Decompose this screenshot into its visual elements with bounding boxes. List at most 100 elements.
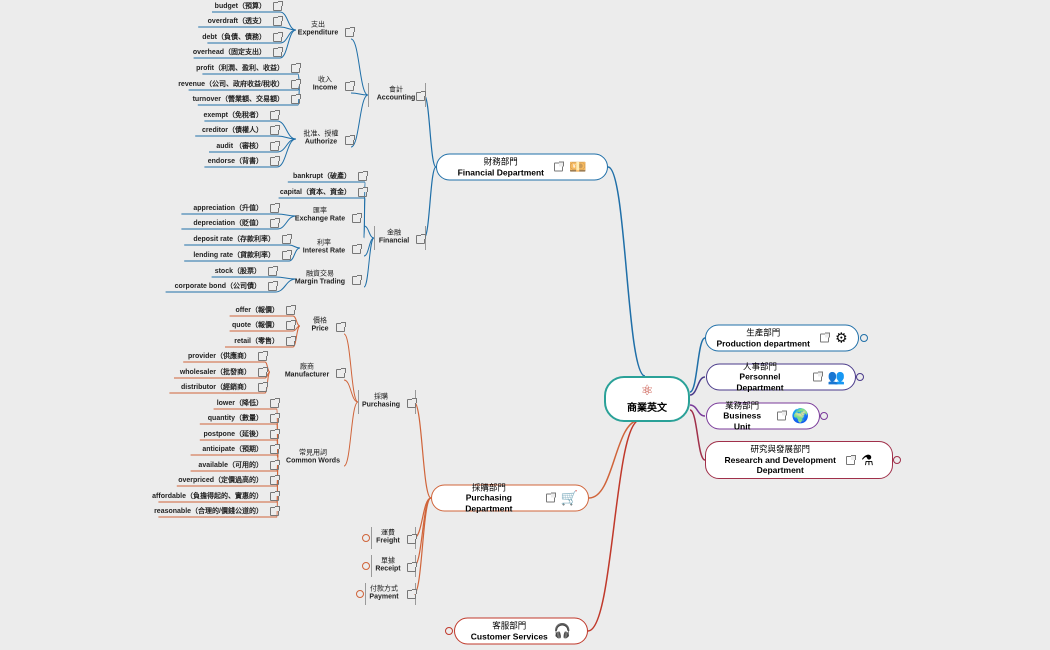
leaf-term[interactable]: affordable（負擔得起的、實惠的） bbox=[152, 492, 263, 500]
expand-toggle[interactable] bbox=[893, 456, 901, 464]
external-link-icon[interactable] bbox=[416, 234, 426, 244]
business-unit-node[interactable]: 業務部門 Business Unit 🌍 bbox=[706, 400, 820, 431]
manufacturer-node[interactable]: 廠商 Manufacturer bbox=[285, 364, 329, 381]
external-link-icon[interactable] bbox=[270, 141, 280, 151]
personnel-department-node[interactable]: 人事部門 Personnel Department 👥 bbox=[706, 361, 856, 392]
external-link-icon[interactable] bbox=[270, 460, 280, 470]
external-link-icon[interactable] bbox=[273, 1, 283, 11]
rnd-department-node[interactable]: 研究與發展部門 Research and Development Departm… bbox=[705, 441, 893, 479]
external-link-icon[interactable] bbox=[270, 413, 280, 423]
external-link-icon[interactable] bbox=[845, 454, 856, 465]
external-link-icon[interactable] bbox=[258, 367, 268, 377]
external-link-icon[interactable] bbox=[270, 398, 280, 408]
external-link-icon[interactable] bbox=[286, 336, 296, 346]
external-link-icon[interactable] bbox=[407, 534, 417, 544]
leaf-term[interactable]: quote（報價） bbox=[231, 321, 279, 329]
financial-node[interactable]: 金融 Financial bbox=[379, 230, 409, 247]
external-link-icon[interactable] bbox=[345, 135, 355, 145]
external-link-icon[interactable] bbox=[345, 81, 355, 91]
external-link-icon[interactable] bbox=[819, 332, 830, 343]
external-link-icon[interactable] bbox=[291, 79, 301, 89]
external-link-icon[interactable] bbox=[270, 475, 280, 485]
external-link-icon[interactable] bbox=[270, 506, 280, 516]
leaf-term[interactable]: bankrupt（破產） bbox=[293, 172, 351, 180]
leaf-term[interactable]: distributor（經銷商） bbox=[181, 383, 251, 391]
leaf-term[interactable]: revenue（公司、政府收益/稅收） bbox=[178, 80, 284, 88]
external-link-icon[interactable] bbox=[270, 125, 280, 135]
leaf-term[interactable]: audit （審核） bbox=[216, 142, 263, 150]
external-link-icon[interactable] bbox=[282, 250, 292, 260]
freight-node[interactable]: 運費 Freight bbox=[376, 530, 400, 547]
leaf-term[interactable]: exempt（免稅者） bbox=[203, 111, 263, 119]
external-link-icon[interactable] bbox=[270, 110, 280, 120]
external-link-icon[interactable] bbox=[416, 91, 426, 101]
leaf-term[interactable]: anticipate（預期） bbox=[202, 445, 263, 453]
common-words-node[interactable]: 常見用詞 Common Words bbox=[286, 450, 340, 467]
central-topic[interactable]: ⚛ 商業英文 bbox=[604, 376, 690, 422]
external-link-icon[interactable] bbox=[273, 16, 283, 26]
external-link-icon[interactable] bbox=[291, 63, 301, 73]
external-link-icon[interactable] bbox=[358, 187, 368, 197]
leaf-term[interactable]: overdraft（透支） bbox=[207, 17, 266, 25]
expenditure-node[interactable]: 支出 Expenditure bbox=[298, 22, 338, 39]
external-link-icon[interactable] bbox=[345, 27, 355, 37]
external-link-icon[interactable] bbox=[291, 94, 301, 104]
external-link-icon[interactable] bbox=[270, 444, 280, 454]
external-link-icon[interactable] bbox=[270, 218, 280, 228]
external-link-icon[interactable] bbox=[258, 351, 268, 361]
leaf-term[interactable]: budget（預算） bbox=[214, 2, 266, 10]
purchasing-department-node[interactable]: 採購部門 Purchasing Department 🛒 bbox=[431, 482, 589, 513]
accounting-node[interactable]: 會計 Accounting bbox=[377, 87, 416, 104]
income-node[interactable]: 收入 Income bbox=[313, 77, 338, 94]
external-link-icon[interactable] bbox=[286, 305, 296, 315]
external-link-icon[interactable] bbox=[812, 371, 823, 382]
leaf-term[interactable]: retail（零售） bbox=[234, 337, 279, 345]
authorize-node[interactable]: 批准、授權 Authorize bbox=[304, 131, 339, 148]
leaf-term[interactable]: capital（資本、資金） bbox=[279, 188, 351, 196]
leaf-term[interactable]: postpone（延後） bbox=[203, 430, 264, 438]
external-link-icon[interactable] bbox=[336, 368, 346, 378]
leaf-term[interactable]: turnover（營業額、交易額） bbox=[192, 95, 284, 103]
external-link-icon[interactable] bbox=[286, 320, 296, 330]
expand-toggle[interactable] bbox=[362, 534, 370, 542]
external-link-icon[interactable] bbox=[777, 410, 787, 421]
external-link-icon[interactable] bbox=[282, 234, 292, 244]
external-link-icon[interactable] bbox=[352, 213, 362, 223]
expand-toggle[interactable] bbox=[860, 334, 868, 342]
leaf-term[interactable]: appreciation（升值） bbox=[193, 204, 263, 212]
exchange-rate-node[interactable]: 匯率 Exchange Rate bbox=[295, 208, 345, 225]
external-link-icon[interactable] bbox=[270, 156, 280, 166]
leaf-term[interactable]: lower（降低） bbox=[216, 399, 263, 407]
leaf-term[interactable]: creditor（債權人） bbox=[201, 126, 263, 134]
leaf-term[interactable]: provider（供應商） bbox=[187, 352, 251, 360]
leaf-term[interactable]: debt（負債、債務） bbox=[202, 33, 266, 41]
receipt-node[interactable]: 單據 Receipt bbox=[375, 558, 400, 575]
customer-services-node[interactable]: 客服部門 Customer Services 🎧 bbox=[454, 617, 588, 645]
leaf-term[interactable]: stock（股票） bbox=[214, 267, 261, 275]
external-link-icon[interactable] bbox=[270, 429, 280, 439]
external-link-icon[interactable] bbox=[268, 266, 278, 276]
leaf-term[interactable]: wholesaler（批發商） bbox=[179, 368, 251, 376]
external-link-icon[interactable] bbox=[407, 589, 417, 599]
external-link-icon[interactable] bbox=[407, 562, 417, 572]
external-link-icon[interactable] bbox=[268, 281, 278, 291]
financial-department-node[interactable]: 財務部門 Financial Department 💴 bbox=[436, 153, 608, 181]
expand-toggle[interactable] bbox=[856, 373, 864, 381]
payment-node[interactable]: 付款方式 Payment bbox=[369, 586, 398, 603]
leaf-term[interactable]: depreciation（貶值） bbox=[193, 219, 263, 227]
expand-toggle[interactable] bbox=[362, 562, 370, 570]
external-link-icon[interactable] bbox=[336, 322, 346, 332]
leaf-term[interactable]: offer（報價） bbox=[235, 306, 279, 314]
external-link-icon[interactable] bbox=[270, 491, 280, 501]
leaf-term[interactable]: overpriced（定價過高的） bbox=[178, 476, 263, 484]
expand-toggle[interactable] bbox=[445, 627, 453, 635]
leaf-term[interactable]: deposit rate（存款利率） bbox=[193, 235, 275, 243]
external-link-icon[interactable] bbox=[407, 398, 417, 408]
external-link-icon[interactable] bbox=[352, 275, 362, 285]
external-link-icon[interactable] bbox=[554, 161, 564, 172]
external-link-icon[interactable] bbox=[273, 32, 283, 42]
leaf-term[interactable]: reasonable（合理的/價錢公道的） bbox=[154, 507, 263, 515]
purchase-node[interactable]: 採購 Purchasing bbox=[362, 394, 400, 411]
leaf-term[interactable]: overhead（固定支出） bbox=[192, 48, 266, 56]
external-link-icon[interactable] bbox=[545, 492, 556, 503]
